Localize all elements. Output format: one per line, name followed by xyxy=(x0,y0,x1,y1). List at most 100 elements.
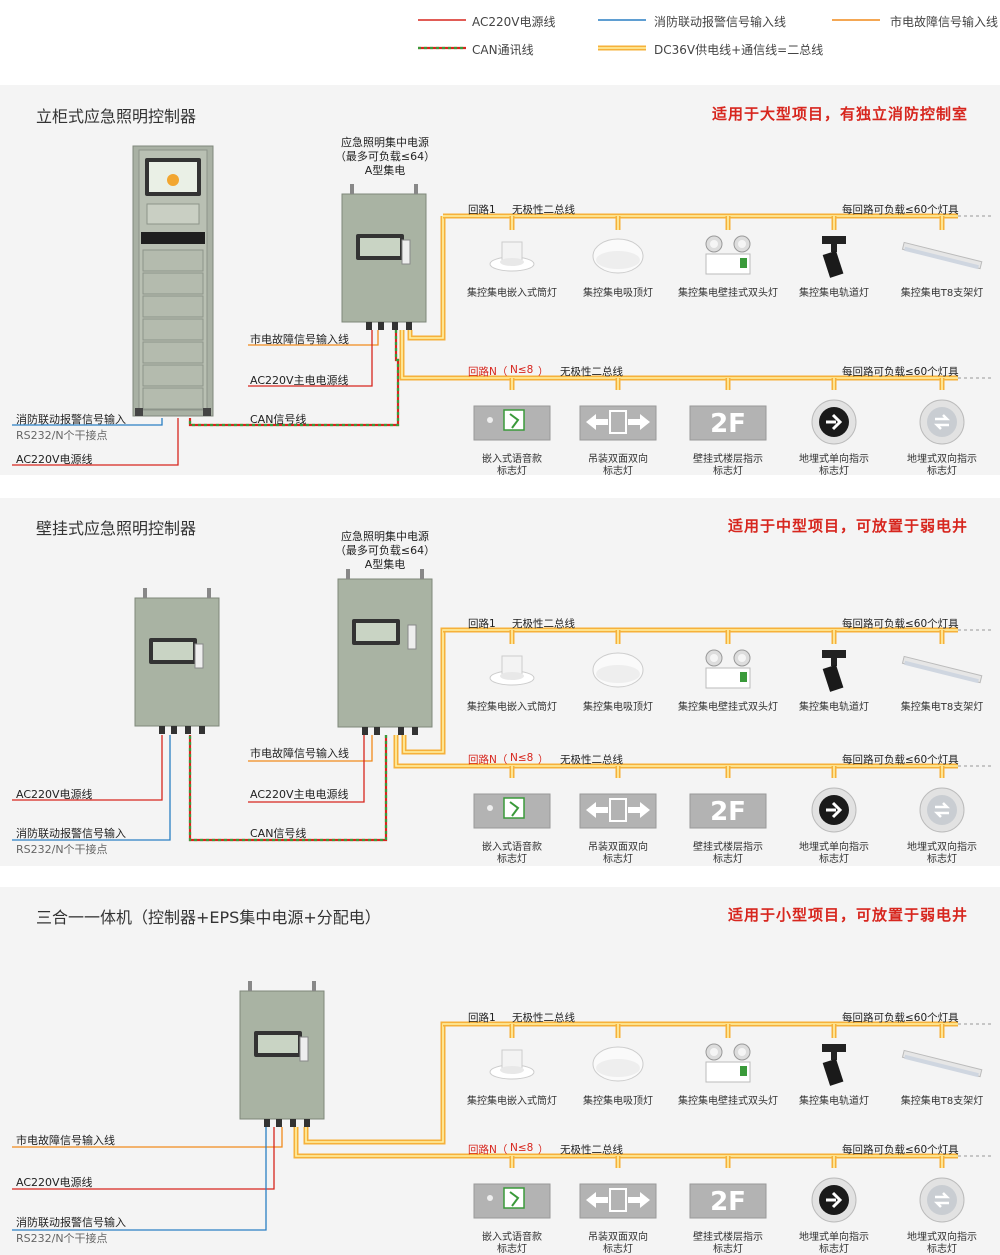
sign-3-sec2: 2F xyxy=(689,793,767,829)
section-title-3: 三合一一体机（控制器+EPS集中电源+分配电） xyxy=(36,908,381,927)
sign-label-b-5: 标志灯 xyxy=(927,1244,957,1255)
sign-label-b-1: 标志灯 xyxy=(497,466,527,477)
sign-4-sec1 xyxy=(811,399,857,445)
floor-cabinet-controller xyxy=(132,145,214,417)
lamp-4-sec2 xyxy=(822,650,846,692)
loopN-label-b: N≤8 xyxy=(510,752,534,764)
left-label-1-4: RS232/N个干接点 xyxy=(16,429,108,442)
loop1-label: 回路1 xyxy=(468,204,496,216)
sign-2-sec2 xyxy=(579,793,657,829)
lamp-1-sec2 xyxy=(489,655,535,686)
left-label-2-1: AC220V主电电源线 xyxy=(250,788,349,801)
sign-1-sec2 xyxy=(473,793,551,829)
floor-sign-text: 2F xyxy=(710,1187,746,1217)
lamp-4-sec1 xyxy=(822,236,846,278)
lamp-5-sec3 xyxy=(901,1049,983,1078)
lamp-label-4: 集控集电轨道灯 xyxy=(799,288,869,299)
lamp-label-4: 集控集电轨道灯 xyxy=(799,1096,869,1107)
left-label-2-4: 消防联动报警信号输入 xyxy=(16,827,126,840)
bus-label-bot: 无极性二总线 xyxy=(560,754,623,766)
sign-label-a-2: 吊装双面双向 xyxy=(588,454,648,465)
lamp-label-5: 集控集电T8支架灯 xyxy=(900,288,984,299)
legend-ac220-label: AC220V电源线 xyxy=(472,15,556,29)
sign-label-a-3: 壁挂式楼层指示 xyxy=(693,454,763,465)
sign-3-sec1: 2F xyxy=(689,405,767,441)
can-wire-2 xyxy=(188,735,388,842)
sign-label-b-3: 标志灯 xyxy=(713,466,743,477)
sign-label-a-2: 吊装双面双向 xyxy=(588,1232,648,1243)
sign-label-b-5: 标志灯 xyxy=(927,854,957,865)
bus-label-top: 无极性二总线 xyxy=(512,618,575,630)
power-label-1a: 应急照明集中电源 xyxy=(341,136,429,149)
lamp-label-2: 集控集电吸顶灯 xyxy=(583,288,653,299)
legend-dc36-label: DC36V供电线+通信线=二总线 xyxy=(654,43,824,57)
sign-label-a-4: 地埋式单向指示 xyxy=(799,1232,869,1243)
lamp-label-2: 集控集电吸顶灯 xyxy=(583,702,653,713)
lamp-label-1: 集控集电嵌入式筒灯 xyxy=(467,702,557,713)
sign-label-a-1: 嵌入式语音款 xyxy=(482,454,542,465)
section-title-1: 立柜式应急照明控制器 xyxy=(36,107,197,126)
loopN-label-a: 回路N（ xyxy=(468,1144,508,1156)
lamp-4-sec3 xyxy=(822,1044,846,1086)
lamp-1-sec3 xyxy=(489,1049,535,1080)
ac220-wire-1 xyxy=(12,418,179,466)
left-label-3-0: 市电故障信号输入线 xyxy=(16,1134,115,1147)
sign-4-sec3 xyxy=(811,1177,857,1223)
sign-label-b-3: 标志灯 xyxy=(713,1244,743,1255)
lamp-label-5: 集控集电T8支架灯 xyxy=(900,702,984,713)
lamp-5-sec2 xyxy=(901,655,983,684)
power-label-1b: （最多可负载≤64） xyxy=(334,150,436,163)
lamp-5-sec1 xyxy=(901,241,983,270)
power-label-1c: A型集电 xyxy=(364,164,406,177)
load-label-top: 每回路可负载≤60个灯具 xyxy=(842,618,959,630)
mains-fault-wire-2 xyxy=(248,735,373,762)
lamp-label-3: 集控集电壁挂式双头灯 xyxy=(678,288,778,299)
sign-5-sec2 xyxy=(919,787,965,833)
sign-label-a-3: 壁挂式楼层指示 xyxy=(693,842,763,853)
ac220-main-wire-1 xyxy=(248,330,373,387)
section-title-2: 壁挂式应急照明控制器 xyxy=(36,519,197,538)
sign-2-sec3 xyxy=(579,1183,657,1219)
loopN-label-c: ） xyxy=(538,754,549,766)
sign-label-a-5: 地埋式双向指示 xyxy=(907,842,977,853)
lamp-label-1: 集控集电嵌入式筒灯 xyxy=(467,1096,557,1107)
sign-5-sec3 xyxy=(919,1177,965,1223)
section-subtitle-3: 适用于小型项目，可放置于弱电井 xyxy=(727,906,968,924)
bus-riser-3a xyxy=(305,1023,460,1143)
loopN-label-b: N≤8 xyxy=(510,364,534,376)
sign-3-sec3: 2F xyxy=(689,1183,767,1219)
sign-label-a-1: 嵌入式语音款 xyxy=(482,1232,542,1243)
sign-label-a-2: 吊装双面双向 xyxy=(588,842,648,853)
loopN-label-b: N≤8 xyxy=(510,1142,534,1154)
bus-riser-1a xyxy=(409,216,444,339)
lamp-label-4: 集控集电轨道灯 xyxy=(799,702,869,713)
sign-label-b-5: 标志灯 xyxy=(927,466,957,477)
lamp-label-5: 集控集电T8支架灯 xyxy=(900,1096,984,1107)
sign-label-b-2: 标志灯 xyxy=(603,854,633,865)
loopN-label-c: ） xyxy=(538,366,549,378)
sign-5-sec1 xyxy=(919,399,965,445)
bus-riser-3a xyxy=(303,1021,460,1145)
mains-fault-wire-3 xyxy=(12,1127,283,1148)
left-label-2-2: CAN信号线 xyxy=(250,827,307,840)
lamp-2-sec2 xyxy=(592,652,644,688)
can-wire-1 xyxy=(188,330,400,427)
all-in-one-box-sec3 xyxy=(239,981,325,1127)
load-label-top: 每回路可负载≤60个灯具 xyxy=(842,204,959,216)
lamp-2-sec1 xyxy=(592,238,644,274)
bus-label-top: 无极性二总线 xyxy=(512,1012,575,1024)
left-label-1-3: 消防联动报警信号输入 xyxy=(16,413,126,426)
section-subtitle-1: 适用于大型项目，有独立消防控制室 xyxy=(711,105,968,123)
legend-mains-label: 市电故障信号输入线 xyxy=(890,15,999,29)
lamp-label-3: 集控集电壁挂式双头灯 xyxy=(678,1096,778,1107)
sign-label-b-4: 标志灯 xyxy=(819,854,849,865)
lamp-label-3: 集控集电壁挂式双头灯 xyxy=(678,702,778,713)
left-label-1-5: AC220V电源线 xyxy=(16,453,93,466)
lamp-label-2: 集控集电吸顶灯 xyxy=(583,1096,653,1107)
fire-wire-2 xyxy=(12,735,171,841)
sign-label-a-5: 地埋式双向指示 xyxy=(907,454,977,465)
sign-label-b-1: 标志灯 xyxy=(497,854,527,865)
left-label-3-1: AC220V电源线 xyxy=(16,1176,93,1189)
